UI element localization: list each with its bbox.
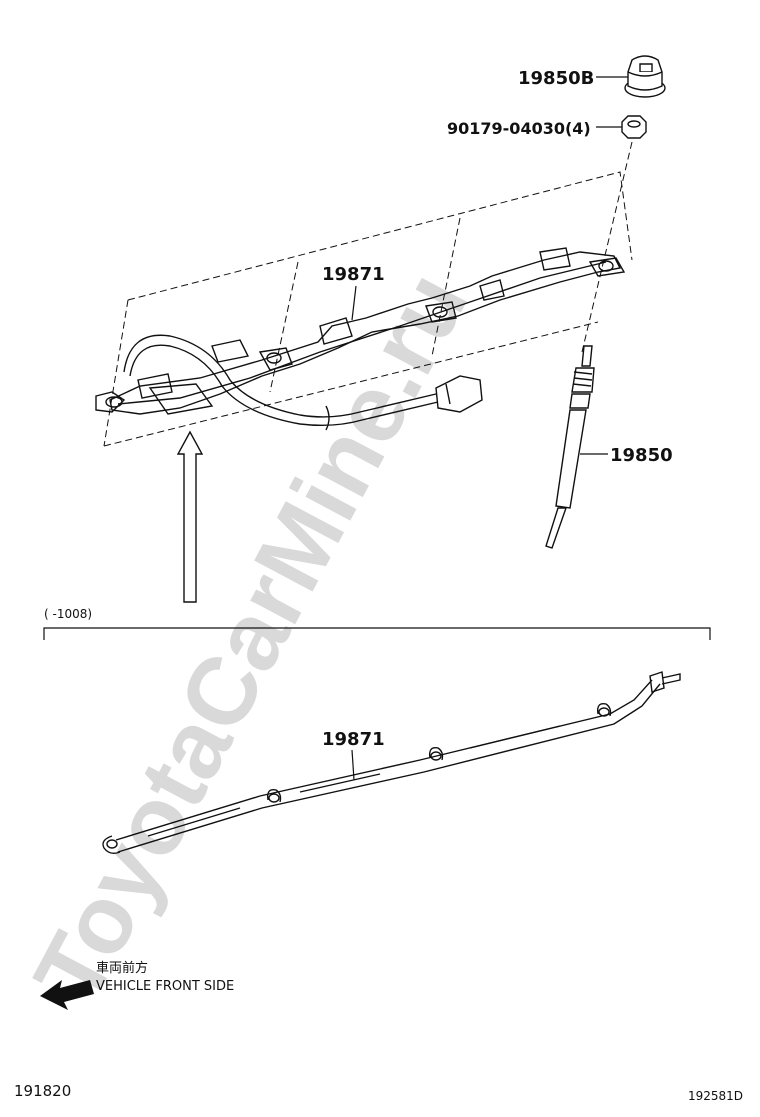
range-bracket [43, 627, 711, 640]
label-90179: 90179-04030(4) [447, 119, 591, 138]
leader-19871-upper [351, 285, 357, 321]
lower-glow-plug-harness[interactable] [102, 671, 681, 855]
footer-right-code: 192581D [688, 1089, 743, 1103]
front-arrow-icon [40, 980, 94, 1010]
upper-glow-plug-harness[interactable] [95, 247, 626, 431]
footer-left-code: 191820 [14, 1082, 71, 1100]
label-19871-upper: 19871 [322, 264, 385, 285]
up-arrow [176, 430, 204, 603]
harness-dashed-outline [103, 171, 633, 447]
leader-19871-lower [351, 749, 355, 781]
direction-japanese: 車両前方 [96, 960, 148, 976]
label-19850: 19850 [610, 445, 673, 466]
part-19850b-cap[interactable] [624, 55, 666, 98]
glow-plug-19850[interactable] [545, 345, 595, 549]
part-90179-nut[interactable] [621, 115, 647, 139]
label-19850b: 19850B [518, 68, 594, 89]
watermark: ToyotaCarMine.ru [14, 255, 488, 1020]
label-19871-lower: 19871 [322, 729, 385, 750]
guide-nut-to-plug [581, 141, 633, 353]
range-note: ( -1008) [44, 607, 92, 621]
direction-english: VEHICLE FRONT SIDE [96, 979, 234, 994]
